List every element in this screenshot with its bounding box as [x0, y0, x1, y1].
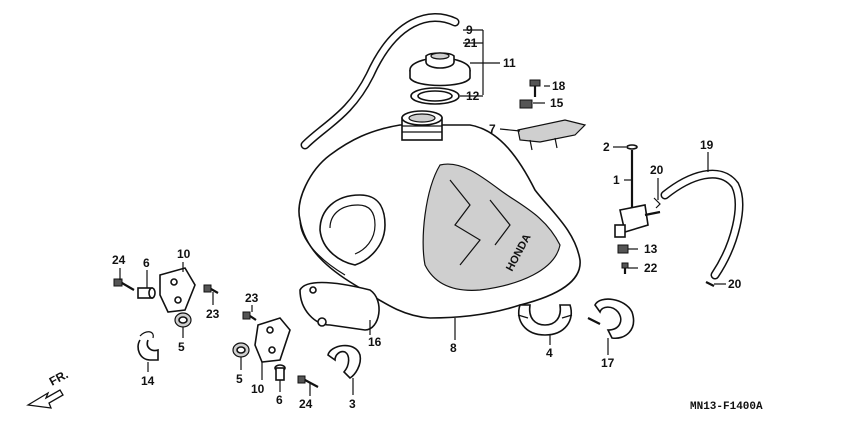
diagram-code: MN13-F1400	[690, 401, 756, 413]
stay-10-left	[159, 267, 196, 313]
rubber-5-left	[174, 312, 192, 328]
label-4: 4	[546, 346, 553, 360]
valve-screw-13	[617, 244, 629, 254]
label-21: 21	[464, 36, 478, 50]
part-labels: 9 21 11 12 18 15 7 2 19 20 1 13 22 20 24…	[112, 23, 742, 411]
nut-15	[519, 99, 533, 109]
label-7: 7	[489, 122, 496, 136]
diagram-suffix: A	[756, 401, 763, 413]
rubber-5-middle	[232, 342, 250, 358]
collar-6-middle	[274, 364, 286, 381]
clip-20-bottom	[705, 281, 715, 287]
label-23-middle: 23	[245, 291, 259, 305]
label-15: 15	[550, 96, 564, 110]
label-23-left: 23	[206, 307, 220, 321]
label-2: 2	[603, 140, 610, 154]
clip-20-top	[653, 197, 661, 209]
label-24-left: 24	[112, 253, 126, 267]
valve-screw-22	[621, 262, 629, 274]
tank-band-4	[517, 304, 573, 336]
label-14: 14	[141, 374, 155, 388]
label-17: 17	[601, 356, 615, 370]
bolt-24-middle	[297, 375, 319, 388]
label-20-bottom: 20	[728, 277, 742, 291]
fuel-valve	[614, 144, 661, 238]
clip-3	[327, 344, 362, 380]
clip-14	[137, 331, 159, 361]
breather-tube	[300, 12, 460, 150]
collar-6-left	[137, 287, 156, 299]
label-11: 11	[503, 56, 516, 70]
label-5-middle: 5	[236, 372, 243, 386]
label-19: 19	[700, 138, 714, 152]
tank-band-17	[587, 298, 635, 339]
cap-gasket	[410, 87, 460, 105]
label-8: 8	[450, 341, 457, 355]
bolt-24-left	[113, 278, 135, 291]
label-13: 13	[644, 242, 658, 256]
label-20-top: 20	[650, 163, 664, 177]
bolt-18	[529, 79, 541, 97]
bolt-23-middle	[242, 311, 257, 321]
label-6-middle: 6	[276, 393, 283, 407]
label-22: 22	[644, 261, 658, 275]
label-10-middle: 10	[251, 382, 265, 396]
label-5-left: 5	[178, 340, 185, 354]
label-6-left: 6	[143, 256, 150, 270]
label-16: 16	[368, 335, 382, 349]
label-18: 18	[552, 79, 566, 93]
mount-bracket	[517, 119, 587, 151]
tank-rear-cover	[299, 281, 380, 331]
front-direction-arrow: FR.	[26, 367, 71, 409]
direction-label: FR.	[47, 367, 71, 388]
stay-10-middle	[254, 317, 291, 363]
label-12: 12	[466, 89, 480, 103]
leader-lines	[119, 29, 726, 396]
fuel-cap	[409, 52, 471, 87]
label-10-left: 10	[177, 247, 191, 261]
label-3: 3	[349, 397, 356, 411]
label-9: 9	[466, 23, 473, 37]
fuel-tube	[660, 169, 744, 280]
label-24-middle: 24	[299, 397, 313, 411]
label-1: 1	[613, 173, 620, 187]
bolt-23-left	[203, 284, 219, 294]
